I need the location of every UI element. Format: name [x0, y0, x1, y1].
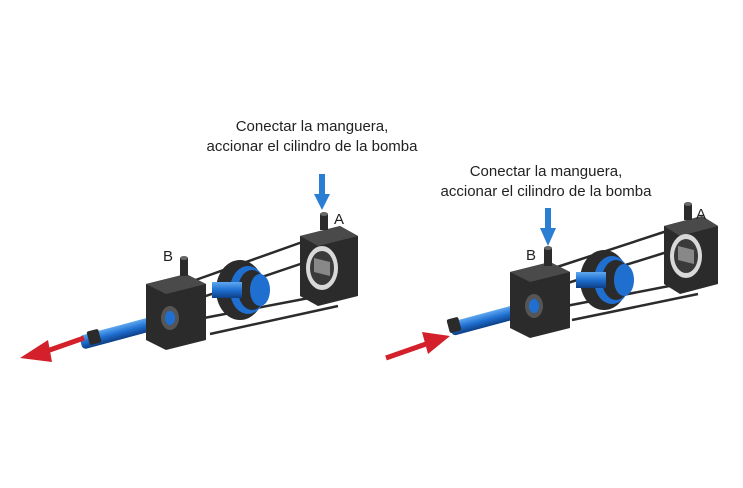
cylinder-left: [79, 212, 358, 350]
port-label-a-right: A: [696, 206, 707, 223]
caption-line: Conectar la manguera,: [235, 118, 389, 135]
front-end-cap: [510, 246, 570, 338]
motion-arrow-icon-left: [20, 335, 85, 362]
front-end-cap: [146, 256, 206, 350]
cylinder-right: [446, 202, 718, 338]
caption-line: Conectar la manguera,: [469, 163, 623, 180]
piston: [212, 260, 270, 320]
rear-end-cap: [300, 212, 358, 306]
caption-right: Conectar la manguera, accionar el cilind…: [420, 162, 672, 202]
piston: [576, 250, 634, 310]
port-label-a-left: A: [334, 211, 345, 228]
motion-arrow-icon-right: [385, 332, 450, 361]
caption-line: accionar el cilindro de la bomba: [206, 138, 418, 155]
air-arrow-icon-right: [540, 208, 556, 246]
caption-line: accionar el cilindro de la bomba: [440, 183, 652, 200]
air-arrow-icon-left: [314, 174, 330, 210]
caption-left: Conectar la manguera, accionar el cilind…: [186, 117, 438, 157]
rear-end-cap: [664, 202, 718, 294]
port-label-b-left: B: [163, 248, 174, 265]
port-label-b-right: B: [526, 247, 537, 264]
